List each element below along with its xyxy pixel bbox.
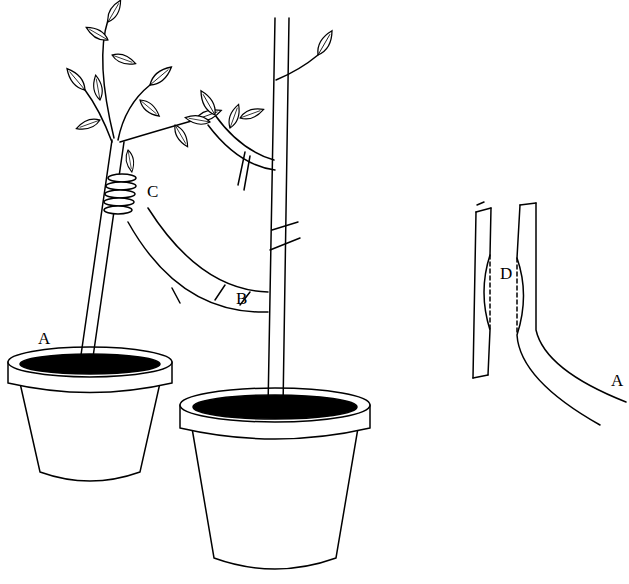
part-label: C [147, 183, 158, 200]
part-label: D [500, 265, 512, 282]
part-label: A [611, 372, 623, 389]
part-label: A [38, 330, 50, 347]
part-label: B [236, 290, 247, 307]
